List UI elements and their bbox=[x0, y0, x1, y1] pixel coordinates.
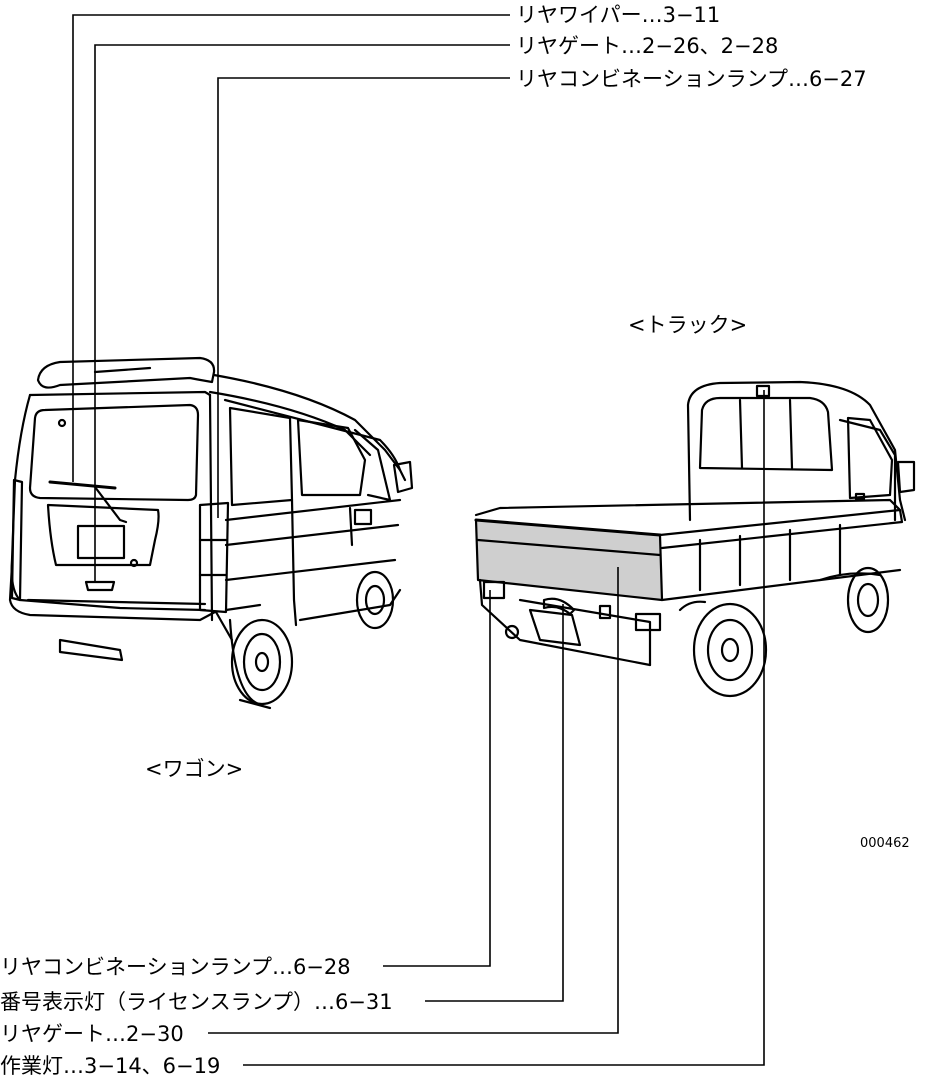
leader-rear-gate-bottom bbox=[208, 567, 619, 1034]
leader-rear-combo-lamp-bottom bbox=[383, 590, 491, 967]
leader-work-lamp bbox=[243, 390, 765, 1066]
callout-rear-combo-lamp-bottom: リヤコンビネーションランプ…6−28 bbox=[0, 955, 351, 979]
figure-code: 000462 bbox=[860, 836, 910, 851]
leader-rear-gate-top bbox=[94, 44, 510, 582]
wagon-illustration bbox=[8, 356, 414, 710]
leader-lines bbox=[72, 14, 765, 1066]
callout-labels: リヤワイパー…3−11 リヤゲート…2−26、2−28 リヤコンビネーションラン… bbox=[0, 3, 867, 1075]
caption-wagon: <ワゴン> bbox=[145, 757, 243, 781]
leader-license-lamp bbox=[425, 604, 564, 1002]
truck-illustration bbox=[474, 380, 916, 698]
callout-rear-combo-lamp-top: リヤコンビネーションランプ…6−27 bbox=[516, 67, 867, 91]
callout-rear-gate-top: リヤゲート…2−26、2−28 bbox=[516, 34, 778, 58]
caption-truck: <トラック> bbox=[628, 313, 747, 337]
leader-rear-wiper bbox=[72, 14, 510, 482]
callout-license-lamp: 番号表示灯（ライセンスランプ）…6−31 bbox=[0, 990, 393, 1014]
callout-work-lamp: 作業灯…3−14、6−19 bbox=[0, 1054, 220, 1075]
callout-rear-wiper: リヤワイパー…3−11 bbox=[516, 3, 720, 27]
leader-rear-combo-lamp-top bbox=[217, 77, 510, 518]
callout-rear-gate-bottom: リヤゲート…2−30 bbox=[0, 1022, 184, 1046]
